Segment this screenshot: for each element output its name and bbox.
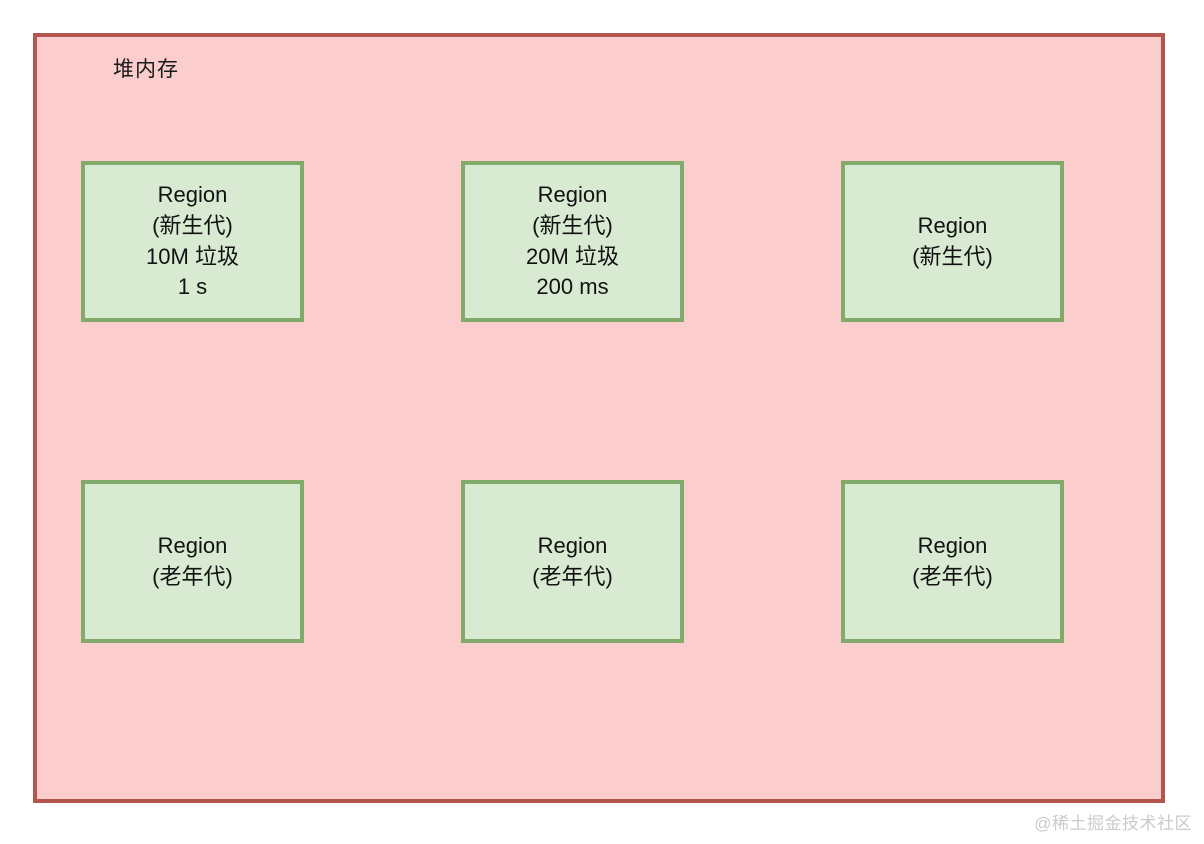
- region-label-line: Region: [917, 212, 988, 238]
- region-box-old-3: Region (老年代): [841, 480, 1064, 643]
- region-box-young-2: Region (新生代) 20M 垃圾 200 ms: [461, 161, 684, 322]
- region-label-line: Region: [917, 532, 988, 558]
- region-label-line: (老年代): [532, 563, 613, 589]
- watermark-text: @稀土掘金技术社区: [1034, 814, 1192, 833]
- region-label-line: 1 s: [177, 274, 208, 300]
- region-label-line: 10M 垃圾: [146, 243, 239, 269]
- region-label-line: (新生代): [532, 212, 613, 238]
- region-label-line: (新生代): [152, 212, 233, 238]
- heap-memory-title: 堆内存: [113, 58, 179, 81]
- region-label-line: (新生代): [912, 243, 993, 269]
- region-box-old-2: Region (老年代): [461, 480, 684, 643]
- region-box-young-1: Region (新生代) 10M 垃圾 1 s: [81, 161, 304, 322]
- region-label-line: 20M 垃圾: [526, 243, 619, 269]
- region-box-old-1: Region (老年代): [81, 480, 304, 643]
- region-label-line: Region: [157, 532, 228, 558]
- region-label-line: Region: [537, 181, 608, 207]
- region-label-line: Region: [537, 532, 608, 558]
- region-grid: Region (新生代) 10M 垃圾 1 s Region (新生代) 20M…: [37, 37, 1161, 799]
- region-label-line: 200 ms: [536, 274, 609, 300]
- region-box-young-3: Region (新生代): [841, 161, 1064, 322]
- heap-memory-container: 堆内存 Region (新生代) 10M 垃圾 1 s Region (新生代)…: [33, 33, 1165, 803]
- region-label-line: (老年代): [912, 563, 993, 589]
- region-label-line: (老年代): [152, 563, 233, 589]
- region-label-line: Region: [157, 181, 228, 207]
